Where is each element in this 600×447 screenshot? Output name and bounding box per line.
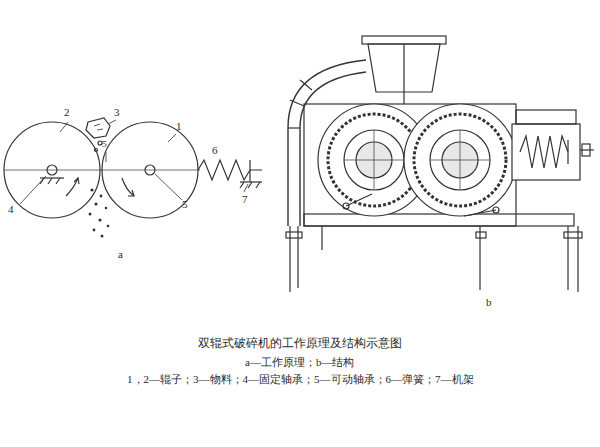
callout-number: a [118, 248, 123, 260]
callout-number: 1 [176, 120, 182, 132]
legend-line: 1，2—辊子；3—物料；4—固定轴承；5—可动轴承；6—弹簧；7—机架 [127, 373, 474, 385]
callout-number: 5 [102, 140, 107, 150]
legend-line: a—工作原理；b—结构 [245, 356, 354, 368]
callout-number: 6 [212, 144, 218, 156]
callout-number: 5 [182, 198, 188, 210]
figure-caption: 双辊式破碎机的工作原理及结构示意图 [198, 337, 402, 350]
callout-number: 4 [8, 203, 14, 215]
callout-number: 7 [242, 193, 248, 205]
callout-number: 2 [64, 106, 70, 118]
callout-number: b [486, 296, 492, 308]
callout-number: 3 [114, 106, 120, 118]
